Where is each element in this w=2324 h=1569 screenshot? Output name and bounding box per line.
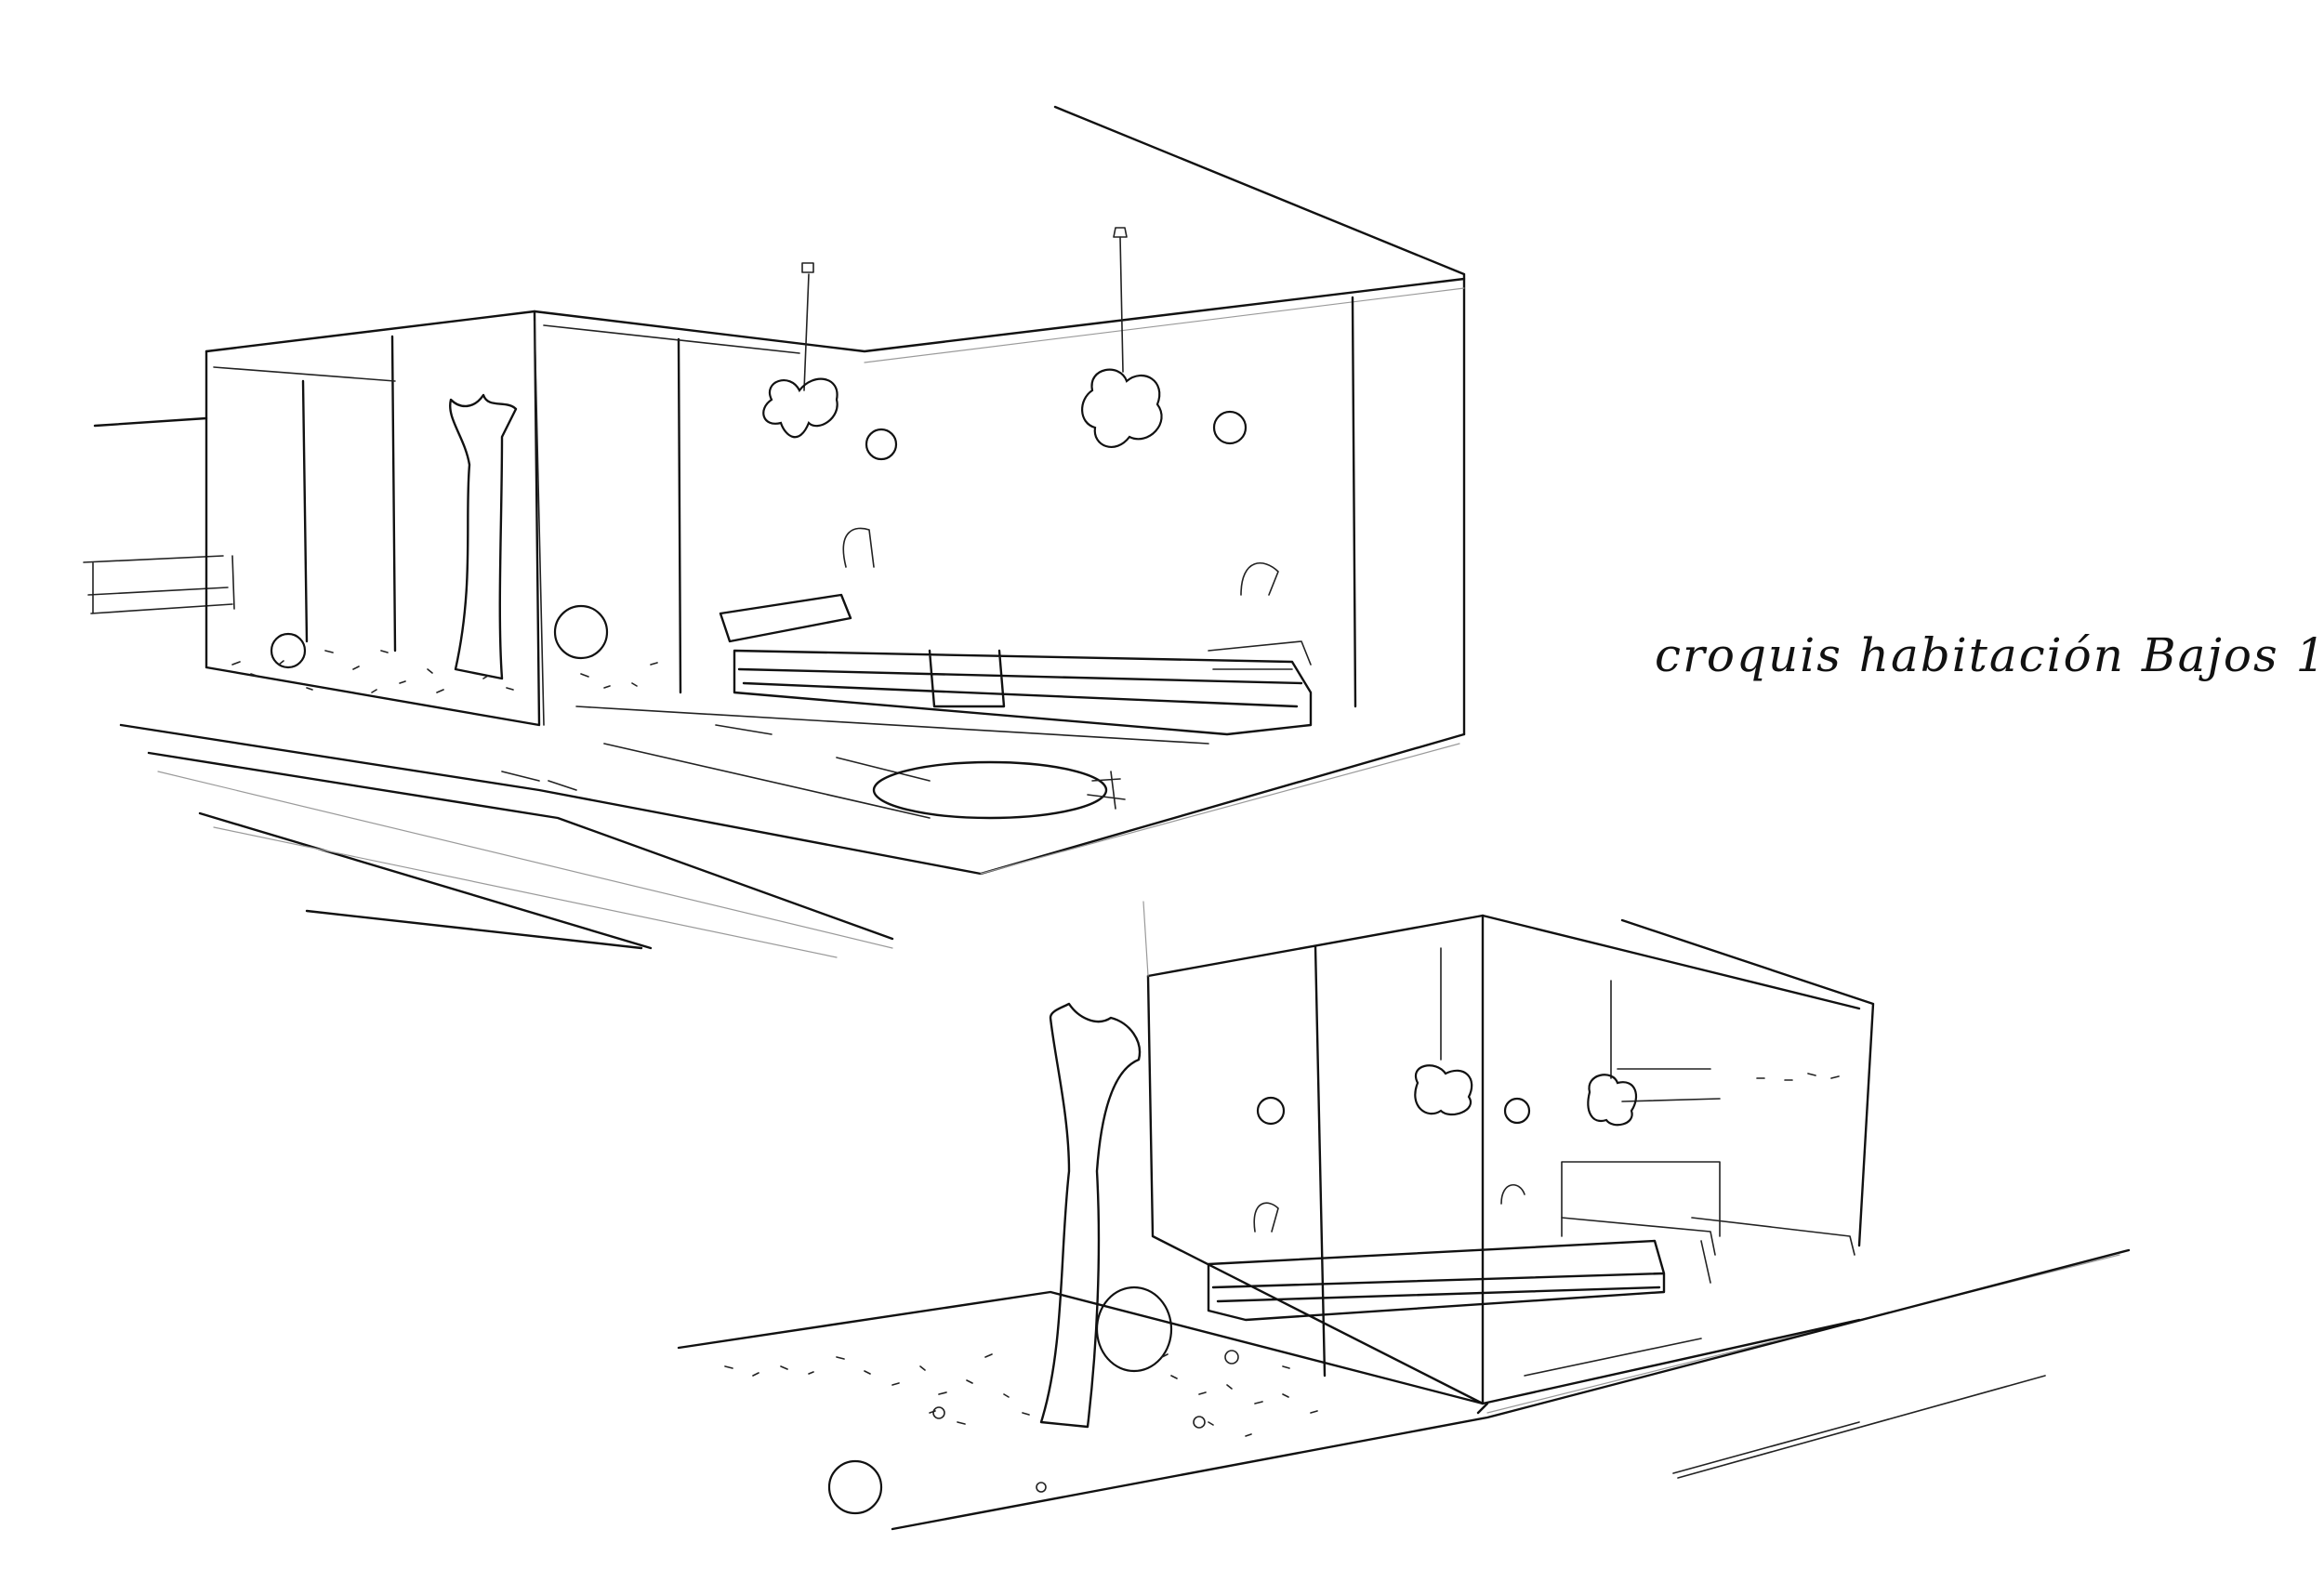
garden-stone <box>1095 1286 1173 1373</box>
glass-partition <box>1146 914 1485 1405</box>
sculpture <box>449 393 518 680</box>
bed <box>733 649 1313 736</box>
wall-light <box>865 428 898 461</box>
sculpture <box>1039 1002 1142 1429</box>
pendant-lamp <box>1081 368 1163 448</box>
wall-light <box>1212 410 1248 445</box>
bed <box>1207 1239 1666 1322</box>
ceiling-line <box>1146 914 1861 1010</box>
glass-partition <box>205 310 682 727</box>
pendant-lamp-cord <box>1440 947 1612 1079</box>
corner-line <box>1351 296 1357 708</box>
wall-light <box>1503 1097 1531 1125</box>
top-perspective-sketch <box>83 105 1466 958</box>
bed-pillow <box>719 593 852 643</box>
floor-line <box>119 723 1466 876</box>
wall-light <box>1256 1096 1286 1126</box>
garden-pebbles <box>231 650 658 693</box>
ceiling-line <box>205 277 1466 353</box>
floor-line <box>677 1248 2131 1531</box>
pendant-lamp <box>762 377 838 439</box>
garden-stone <box>553 604 609 660</box>
garden-pebbles <box>724 1353 1318 1437</box>
roof-line <box>1053 105 1466 736</box>
rug <box>872 760 1108 820</box>
side-wall-line <box>93 416 208 428</box>
sketch-caption: croquis habitación Bajos 1ª <box>1655 628 2324 682</box>
garden-stone <box>827 1459 883 1515</box>
reading-lamp <box>1253 1184 1525 1233</box>
bottom-perspective-sketch <box>677 901 2131 1531</box>
garden-stone <box>270 632 307 669</box>
pendant-lamp-cord <box>803 236 1124 391</box>
roof-line <box>1620 918 1875 1247</box>
reading-lamp <box>842 527 1279 596</box>
pendant-lamp <box>1587 1074 1638 1127</box>
pendant-lamp <box>1414 1064 1473 1116</box>
